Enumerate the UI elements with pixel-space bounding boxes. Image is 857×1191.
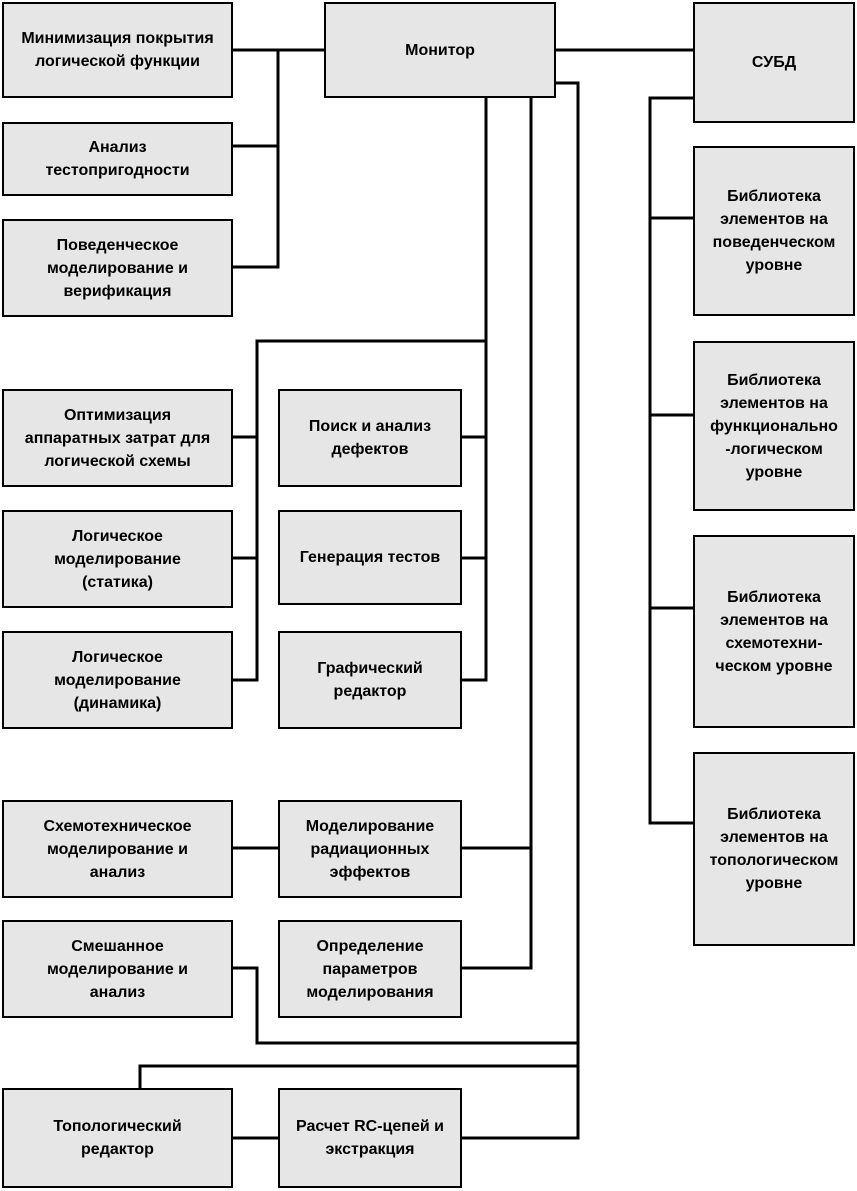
mixed-simulation-box: Смешанное моделирование и анализ <box>2 920 233 1018</box>
defects-box: Поиск и анализ дефектов <box>278 389 462 487</box>
minimization-label: Минимизация покрытия логической функции <box>21 30 214 70</box>
behavioral-label: Поведенческое моделирование и верификаци… <box>47 236 188 300</box>
monitor-box: Монитор <box>324 2 556 98</box>
library-functional-label: Библиотека элементов на функционально -л… <box>710 371 838 481</box>
optimization-box: Оптимизация аппаратных затрат для логиче… <box>2 389 233 487</box>
library-topology-box: Библиотека элементов на топологическом у… <box>693 752 855 946</box>
dbms-box: СУБД <box>693 2 855 123</box>
library-behavioral-box: Библиотека элементов на поведенческом ур… <box>693 146 855 316</box>
library-functional-box: Библиотека элементов на функционально -л… <box>693 341 855 511</box>
radiation-box: Моделирование радиационных эффектов <box>278 800 462 898</box>
test-generation-box: Генерация тестов <box>278 510 462 605</box>
logic-static-box: Логическое моделирование (статика) <box>2 510 233 608</box>
connector-bus-578 <box>554 81 580 1140</box>
parameters-label: Определение параметров моделирования <box>306 937 434 1001</box>
graphic-editor-label: Графический редактор <box>317 660 423 700</box>
topology-editor-label: Топологический редактор <box>53 1118 182 1158</box>
circuit-simulation-label: Схемотехническое моделирование и анализ <box>43 817 192 881</box>
monitor-label: Монитор <box>405 41 475 59</box>
testability-box: Анализ тестопригодности <box>2 122 233 196</box>
minimization-box: Минимизация покрытия логической функции <box>2 2 233 98</box>
connector-topology-branch <box>138 1064 580 1090</box>
library-topology-label: Библиотека элементов на топологическом у… <box>709 806 839 892</box>
graphic-editor-box: Графический редактор <box>278 631 462 729</box>
topology-editor-box: Топологический редактор <box>2 1088 233 1188</box>
parameters-box: Определение параметров моделирования <box>278 920 462 1018</box>
logic-dynamic-label: Логическое моделирование (динамика) <box>54 648 181 712</box>
logic-static-label: Логическое моделирование (статика) <box>54 527 181 591</box>
connector-library-bus <box>648 96 695 825</box>
rc-extraction-label: Расчет RC-цепей и экстракция <box>296 1118 444 1158</box>
dbms-label: СУБД <box>751 54 797 71</box>
mixed-simulation-label: Смешанное моделирование и анализ <box>47 937 188 1001</box>
logic-dynamic-box: Логическое моделирование (динамика) <box>2 631 233 729</box>
connector-mixed-down <box>231 966 580 1045</box>
optimization-label: Оптимизация аппаратных затрат для логиче… <box>24 406 211 470</box>
testability-label: Анализ тестопригодности <box>45 139 190 179</box>
defects-label: Поиск и анализ дефектов <box>308 418 432 458</box>
library-behavioral-label: Библиотека элементов на поведенческом ур… <box>712 188 836 274</box>
library-circuit-box: Библиотека элементов на схемотехни- ческ… <box>693 535 855 728</box>
radiation-label: Моделирование радиационных эффектов <box>305 817 435 881</box>
library-circuit-label: Библиотека элементов на схемотехни- ческ… <box>715 588 833 675</box>
rc-extraction-box: Расчет RC-цепей и экстракция <box>278 1088 462 1188</box>
circuit-simulation-box: Схемотехническое моделирование и анализ <box>2 800 233 898</box>
test-generation-label: Генерация тестов <box>299 549 441 566</box>
behavioral-box: Поведенческое моделирование и верификаци… <box>2 219 233 317</box>
